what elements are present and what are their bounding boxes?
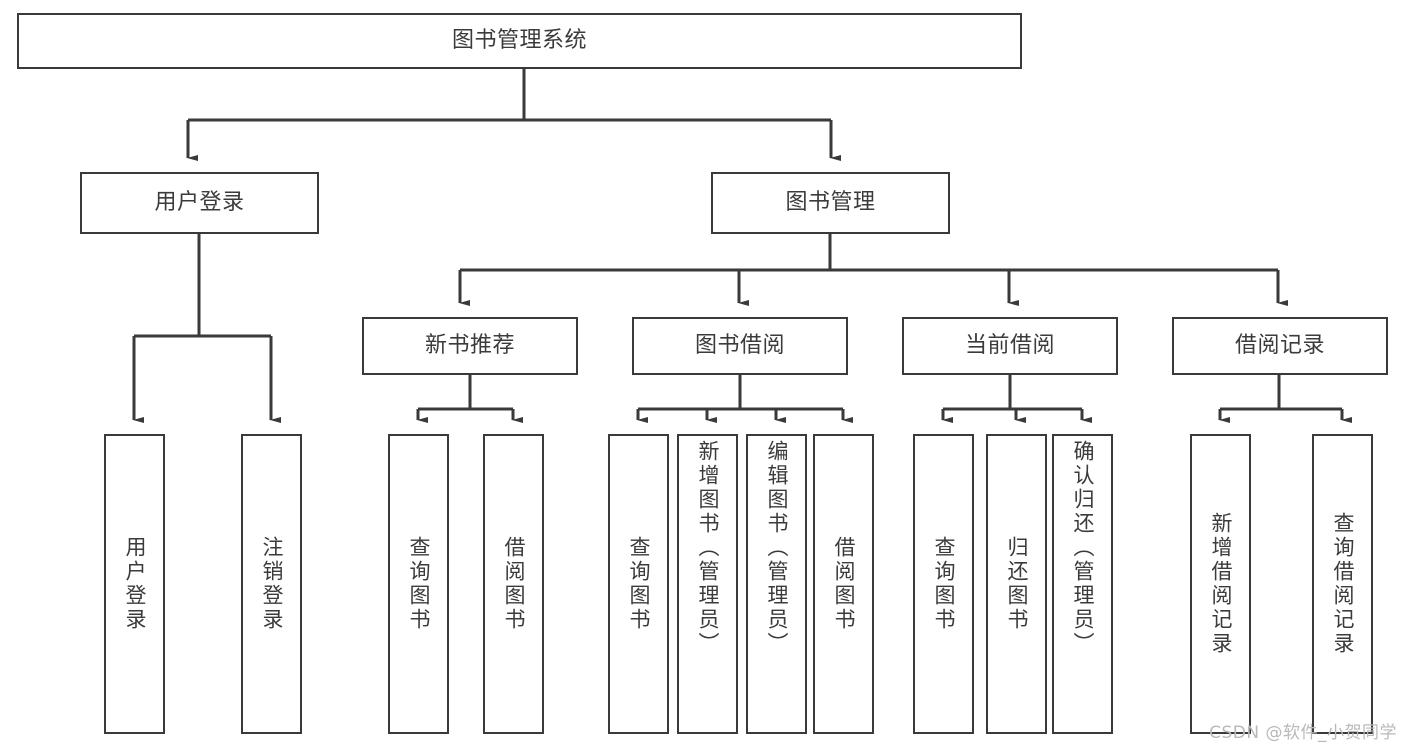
node-leaf-borrow-book-2[interactable]: 借阅图书 [813, 434, 874, 734]
node-leaf-add-book-admin-label: 新增图书（管理员） [696, 440, 720, 656]
node-root[interactable]: 图书管理系统 [17, 13, 1022, 69]
node-leaf-logout-login-label: 注销登录 [260, 536, 284, 632]
book-manage-children-connectors [458, 234, 1288, 306]
node-user-login-label: 用户登录 [154, 189, 245, 215]
node-root-label: 图书管理系统 [451, 27, 587, 53]
csdn-watermark: CSDN @软件_小贺同学 [1209, 723, 1397, 743]
node-user-login[interactable]: 用户登录 [80, 172, 319, 234]
node-borrow-record[interactable]: 借阅记录 [1172, 317, 1388, 375]
node-leaf-user-login-label: 用户登录 [123, 536, 147, 632]
node-current-borrow-label: 当前借阅 [964, 332, 1055, 358]
node-leaf-query-book-2[interactable]: 查询图书 [608, 434, 669, 734]
node-leaf-logout-login[interactable]: 注销登录 [241, 434, 302, 734]
book-borrow-children-connectors [636, 375, 853, 423]
user-login-children-connectors [132, 234, 281, 423]
node-leaf-confirm-return-admin-label: 确认归还（管理员） [1071, 440, 1095, 656]
node-leaf-add-borrow-record-label: 新增借阅记录 [1209, 512, 1233, 656]
node-leaf-add-book-admin[interactable]: 新增图书（管理员） [677, 434, 738, 734]
node-leaf-query-book-2-label: 查询图书 [627, 536, 651, 632]
node-leaf-return-book-label: 归还图书 [1005, 536, 1029, 632]
node-leaf-edit-book-admin[interactable]: 编辑图书（管理员） [746, 434, 807, 734]
node-new-book-recommend-label: 新书推荐 [424, 332, 515, 358]
node-book-borrow-label: 图书借阅 [694, 332, 785, 358]
node-book-borrow[interactable]: 图书借阅 [632, 317, 848, 375]
node-leaf-return-book[interactable]: 归还图书 [986, 434, 1047, 734]
node-borrow-record-label: 借阅记录 [1234, 332, 1325, 358]
node-new-book-recommend[interactable]: 新书推荐 [362, 317, 578, 375]
node-leaf-query-book-1[interactable]: 查询图书 [388, 434, 449, 734]
node-leaf-borrow-book-1-label: 借阅图书 [502, 536, 526, 632]
node-current-borrow[interactable]: 当前借阅 [902, 317, 1118, 375]
node-leaf-borrow-book-2-label: 借阅图书 [832, 536, 856, 632]
root-to-level2-connectors [186, 69, 841, 161]
node-leaf-borrow-book-1[interactable]: 借阅图书 [483, 434, 544, 734]
current-borrow-children-connectors [941, 375, 1092, 423]
node-book-manage-label: 图书管理 [785, 189, 876, 215]
node-leaf-query-book-1-label: 查询图书 [407, 536, 431, 632]
node-leaf-user-login[interactable]: 用户登录 [104, 434, 165, 734]
node-leaf-add-borrow-record[interactable]: 新增借阅记录 [1190, 434, 1251, 734]
node-leaf-query-book-3[interactable]: 查询图书 [913, 434, 974, 734]
node-leaf-query-borrow-record[interactable]: 查询借阅记录 [1312, 434, 1373, 734]
new-book-recommend-children-connectors [416, 375, 523, 423]
node-leaf-edit-book-admin-label: 编辑图书（管理员） [765, 440, 789, 656]
node-leaf-query-book-3-label: 查询图书 [932, 536, 956, 632]
borrow-record-children-connectors [1218, 375, 1352, 423]
node-book-manage[interactable]: 图书管理 [711, 172, 950, 234]
node-leaf-confirm-return-admin[interactable]: 确认归还（管理员） [1052, 434, 1113, 734]
node-leaf-query-borrow-record-label: 查询借阅记录 [1331, 512, 1355, 656]
